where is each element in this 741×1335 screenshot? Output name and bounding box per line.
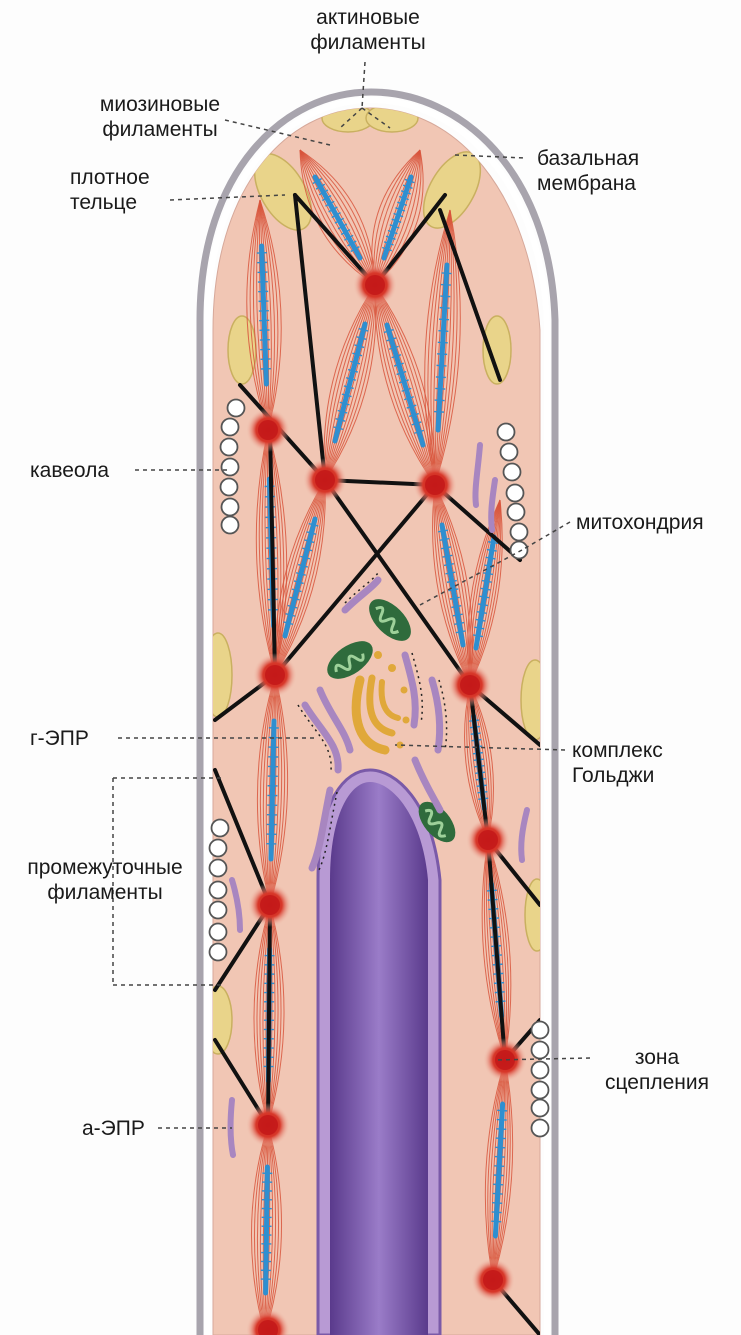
caveola [498,424,515,441]
caveola [210,882,227,899]
caveola [511,524,528,541]
caveola [222,517,239,534]
label-mitochondrion: митохондрия [576,510,704,535]
nucleus [330,782,428,1335]
caveola [210,924,227,941]
myosin-filament [271,721,274,859]
caveola [221,439,238,456]
caveola [210,944,227,961]
caveola [532,1100,549,1117]
myosin-filament [266,1167,268,1293]
caveola [228,400,245,417]
caveola [507,485,524,502]
caveola [210,860,227,877]
caveola [210,840,227,857]
caveola [532,1022,549,1039]
caveola [532,1120,549,1137]
caveola [508,504,525,521]
attachment-plaque [228,316,256,384]
caveola [532,1062,549,1079]
caveola [222,419,239,436]
caveola [504,464,521,481]
caveola [501,444,518,461]
caveola [221,479,238,496]
label-caveola: кавеола [30,458,109,483]
caveola [210,902,227,919]
caveola [222,499,239,516]
caveola [222,459,239,476]
caveola [212,820,229,837]
label-rough-er: г-ЭПР [30,726,89,751]
caveola [511,542,528,559]
label-smooth-er: а-ЭПР [82,1116,145,1141]
caveola [532,1082,549,1099]
caveola [532,1042,549,1059]
